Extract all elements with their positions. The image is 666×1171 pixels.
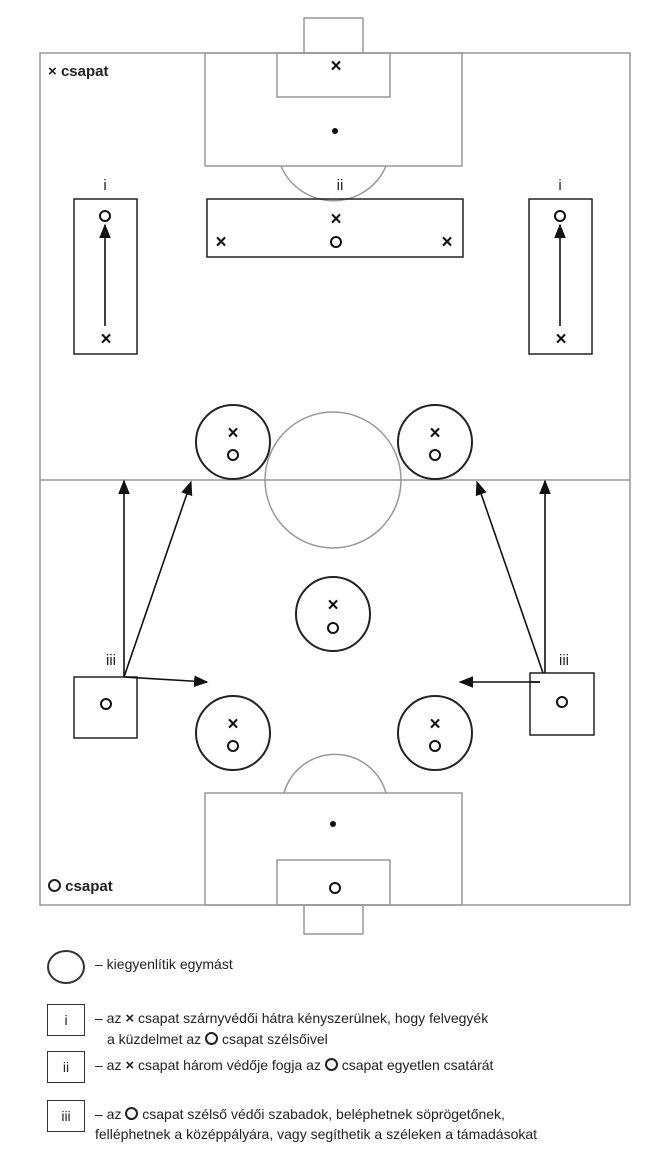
legend-box-ii: ii — [47, 1051, 85, 1083]
x-player-marker: × — [215, 232, 226, 253]
o-player-marker — [100, 698, 112, 710]
o-player-marker — [329, 882, 341, 894]
o-player-marker — [99, 210, 111, 222]
o-symbol — [324, 1058, 338, 1071]
x-player-marker: × — [429, 714, 440, 735]
legend-box-iii: iii — [47, 1100, 85, 1132]
zone-ii-box — [206, 198, 464, 258]
zone-i-right-box — [528, 198, 593, 355]
x-player-marker: × — [555, 329, 566, 350]
o-player-marker — [429, 449, 441, 461]
pair-circle — [397, 695, 473, 771]
x-player-marker: × — [327, 595, 338, 616]
centre-circle — [264, 411, 402, 549]
x-player-marker: × — [441, 232, 452, 253]
legend-row-circle: – kiegyenlítik egymást — [47, 950, 233, 984]
o-player-marker — [227, 740, 239, 752]
top-goal — [303, 17, 364, 54]
o-player-marker — [429, 740, 441, 752]
pair-circle — [397, 404, 473, 480]
o-symbol — [125, 1107, 139, 1120]
x-symbol: × — [125, 1010, 135, 1027]
x-player-marker: × — [100, 329, 111, 350]
pitch-outline — [39, 52, 631, 906]
o-symbol — [205, 1032, 219, 1045]
o-player-marker — [327, 622, 339, 634]
top-penalty-spot — [332, 128, 338, 134]
zone-iii-left-box — [73, 676, 138, 739]
legend-circle-icon — [47, 950, 85, 984]
bottom-penalty-arc — [283, 753, 387, 794]
zone-i-left-box — [73, 198, 138, 355]
legend-row-ii: ii – az × csapat három védője fogja az c… — [47, 1051, 493, 1083]
pair-circle — [295, 576, 371, 652]
football-pitch-diagram: × × × × × × × × × × × i i ii iii iii — [39, 17, 631, 935]
x-player-marker: × — [330, 56, 341, 77]
x-player-marker: × — [330, 209, 341, 230]
legend-row-iii: iii – az csapat szélső védői szabadok, b… — [47, 1100, 537, 1144]
arrow — [123, 675, 209, 687]
team-o-label-text: csapat — [65, 878, 113, 895]
bottom-penalty-spot — [330, 821, 336, 827]
x-symbol: × — [125, 1057, 135, 1074]
zone-label-i: i — [558, 177, 561, 194]
bottom-goal — [303, 904, 364, 935]
x-symbol: × — [48, 63, 57, 80]
zone-label-iii: iii — [106, 652, 116, 669]
zone-label-iii: iii — [559, 652, 569, 669]
x-player-marker: × — [227, 423, 238, 444]
team-x-label: × csapat — [48, 63, 108, 80]
o-player-marker — [330, 236, 342, 248]
legend-row-i: i – az × csapat szárnyvédői hátra kénysz… — [47, 1004, 488, 1049]
o-player-marker — [554, 210, 566, 222]
arrow — [123, 480, 193, 678]
zone-iii-right-box — [529, 672, 595, 736]
o-player-marker — [227, 449, 239, 461]
zone-label-ii: ii — [337, 177, 344, 194]
team-o-label: csapat — [48, 878, 113, 895]
top-penalty-arc — [280, 165, 387, 202]
team-x-label-text: csapat — [60, 63, 109, 80]
zone-label-i: i — [103, 177, 106, 194]
x-player-marker: × — [429, 423, 440, 444]
o-player-marker — [556, 696, 568, 708]
pair-circle — [195, 695, 271, 771]
arrow — [475, 480, 544, 674]
legend-box-i: i — [47, 1004, 85, 1036]
pair-circle — [195, 404, 271, 480]
legend-circle-text: – kiegyenlítik egymást — [95, 956, 233, 972]
o-symbol — [48, 879, 61, 892]
x-player-marker: × — [227, 714, 238, 735]
bottom-penalty-area — [204, 792, 463, 906]
